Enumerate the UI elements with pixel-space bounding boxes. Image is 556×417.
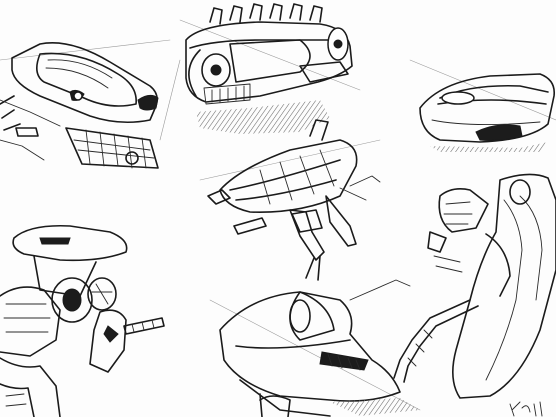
armored-pod-sketch bbox=[185, 3, 353, 134]
spaceship-sketch bbox=[207, 119, 381, 281]
hover-car-sketch bbox=[419, 73, 556, 152]
signature bbox=[509, 401, 543, 417]
construction-guides bbox=[0, 19, 556, 411]
mech-arm-sketch bbox=[393, 173, 556, 399]
bipedal-mech-sketch bbox=[0, 224, 165, 417]
hover-vehicle-sketch bbox=[0, 42, 159, 169]
glider-craft-sketch bbox=[219, 279, 420, 417]
